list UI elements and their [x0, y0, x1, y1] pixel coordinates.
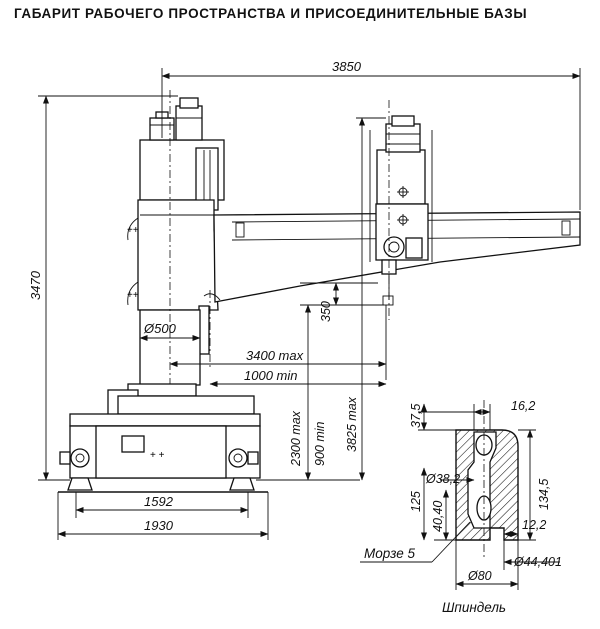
dim-arm-max-height: 3825 max	[345, 396, 359, 452]
dim-base-outer: 1930	[144, 518, 174, 533]
spindle-dim-total-height: 134,5	[537, 479, 551, 510]
svg-text:++: ++	[127, 225, 139, 236]
dim-overall-height: 3470	[28, 270, 43, 300]
spindle-dim-slot: 16,2	[511, 399, 535, 413]
dim-overall-width: 3850	[332, 59, 362, 74]
radial-drill-machine: ++ ++	[28, 59, 581, 540]
svg-text:+ +: + +	[150, 450, 165, 461]
dim-spindle-min-height: 900 min	[313, 421, 327, 466]
spindle-dim-slot-offset: 40,40	[431, 501, 445, 532]
spindle-dim-outer: Ø80	[467, 569, 492, 583]
drill-head	[369, 115, 433, 306]
dim-reach-max: 3400 max	[246, 348, 304, 363]
spindle-section: 37,5 16,2 Ø38,2 134,5 125 40,40 12,2 Ø44…	[360, 399, 562, 615]
dimension-lines	[43, 73, 581, 537]
spindle-dim-bore: Ø38,2	[425, 472, 460, 486]
dim-spindle-travel: 350	[319, 301, 333, 322]
column-sleeve: ++ ++	[127, 199, 219, 311]
spindle-caption: Шпиндель	[442, 600, 506, 615]
dim-spindle-max-height: 2300 max	[289, 410, 303, 467]
column-head	[139, 97, 225, 211]
dim-base-inner: 1592	[144, 494, 174, 509]
spindle-dim-outer-small: Ø44,401	[513, 555, 562, 569]
svg-text:++: ++	[127, 290, 139, 301]
dim-column-diameter: Ø500	[143, 321, 177, 336]
machine-base: + +	[58, 383, 268, 493]
dim-reach-min: 1000 min	[244, 368, 297, 383]
spindle-dim-taper-length: 125	[409, 491, 423, 512]
spindle-dim-top: 37,5	[409, 404, 423, 428]
page-title: ГАБАРИТ РАБОЧЕГО ПРОСТРАНСТВА И ПРИСОЕДИ…	[14, 6, 528, 21]
spindle-dim-wall: 12,2	[522, 518, 546, 532]
morse-taper-label: Морзе 5	[364, 546, 415, 561]
